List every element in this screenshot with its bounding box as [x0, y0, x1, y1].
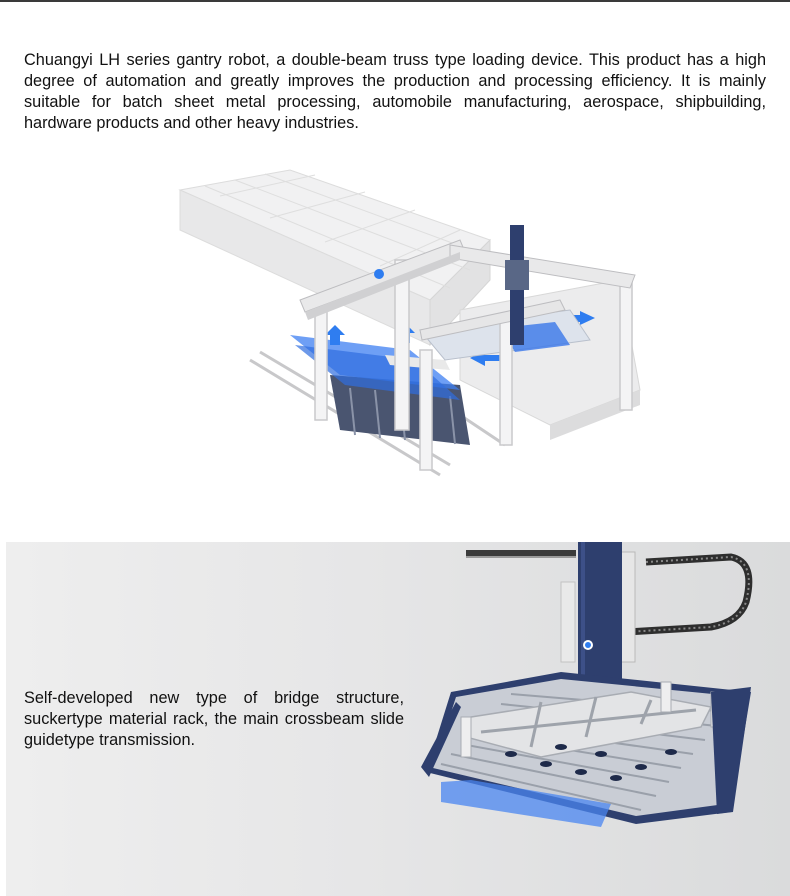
feature-paragraph: Self-developed new type of bridge struct…	[24, 689, 404, 749]
sucker-rack-illustration	[421, 542, 753, 827]
top-divider	[0, 0, 790, 2]
intro-paragraph: Chuangyi LH series gantry robot, a doubl…	[24, 51, 766, 132]
gantry-robot-illustration	[178, 169, 641, 477]
feature-panel: Self-developed new type of bridge struct…	[6, 542, 790, 896]
